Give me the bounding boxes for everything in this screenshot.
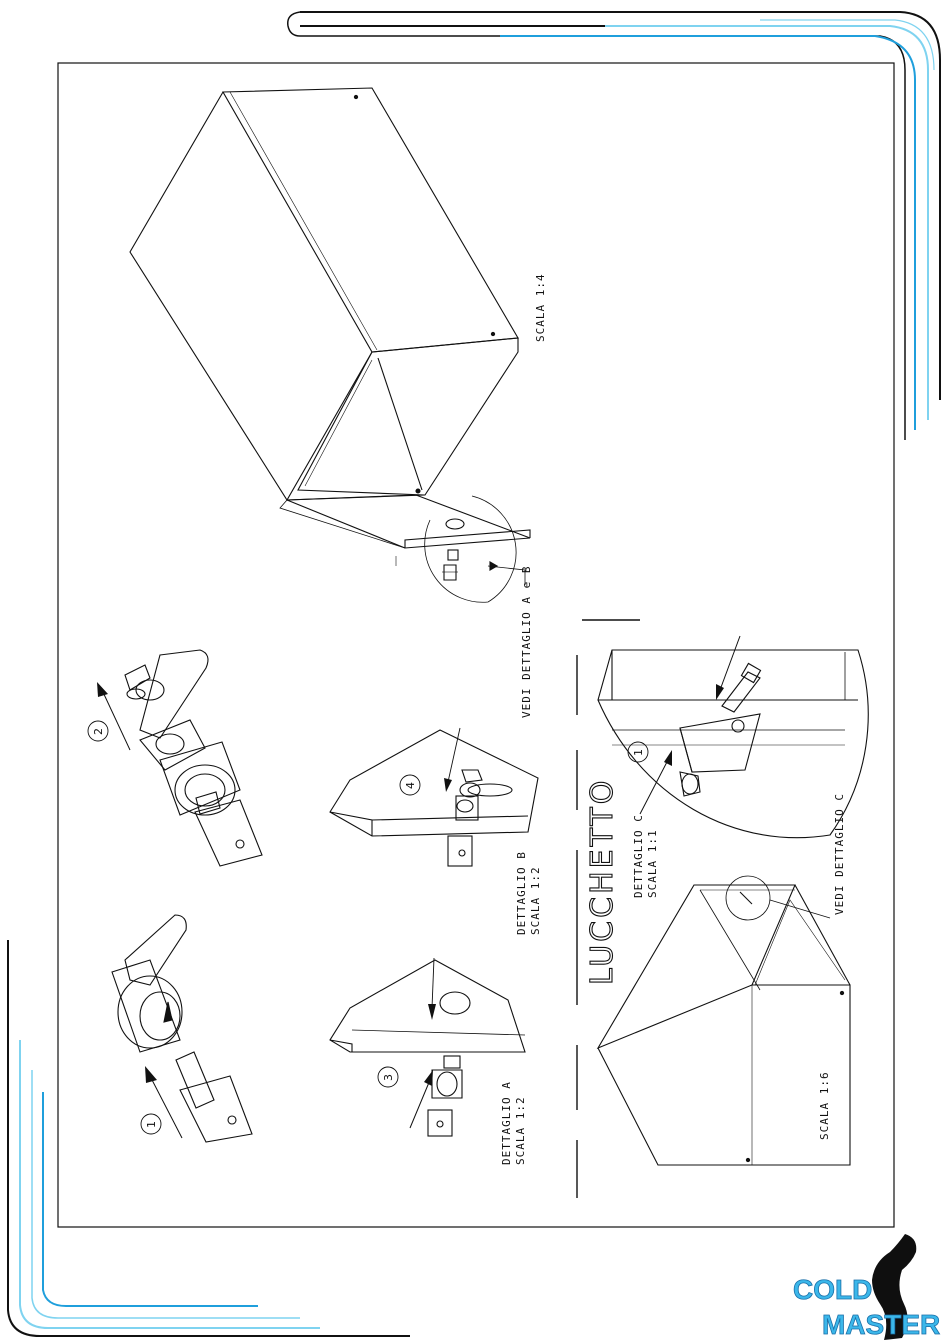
detail-b-scale: SCALA 1:2 xyxy=(529,866,542,935)
step-2-number: 2 xyxy=(92,728,105,735)
step-2-arrow xyxy=(102,690,130,750)
detail-c-arrowhead xyxy=(716,684,724,700)
small-box-view xyxy=(598,876,850,1165)
small-box-scale: SCALA 1:6 xyxy=(818,1071,831,1140)
border-swoosh-top xyxy=(288,12,940,440)
detail-c-view xyxy=(598,650,868,838)
detail-c-arrow-2 xyxy=(640,760,668,814)
lock-assembly-step-2 xyxy=(125,650,262,866)
detail-c-title: DETTAGLIO C xyxy=(632,814,645,898)
step-1-arrowhead xyxy=(145,1066,157,1083)
step-1c-number: 1 xyxy=(632,749,645,756)
step-3-number: 3 xyxy=(382,1074,395,1081)
detail-c-arrowhead-2 xyxy=(664,750,672,766)
logo-line-2: MASTER xyxy=(822,1309,940,1340)
detail-a-title: DETTAGLIO A xyxy=(500,1081,513,1165)
detail-a-scale: SCALA 1:2 xyxy=(514,1096,527,1165)
main-view-scale: SCALA 1:4 xyxy=(534,273,547,342)
step-4-number: 4 xyxy=(404,782,417,789)
main-cabinet-view xyxy=(130,88,530,602)
detail-a-view xyxy=(330,958,525,1136)
detail-a-arrow xyxy=(410,1080,430,1128)
detail-b-title: DETTAGLIO B xyxy=(515,851,528,935)
border-swoosh-bottom xyxy=(8,940,410,1336)
detail-a-arrowhead xyxy=(424,1070,433,1086)
step-2-arrowhead xyxy=(97,682,108,697)
detail-c-scale: SCALA 1:1 xyxy=(646,829,659,898)
detail-b-view xyxy=(330,728,538,866)
logo-line-1: COLD xyxy=(793,1274,872,1305)
cold-master-logo: COLD MASTER xyxy=(793,1234,940,1340)
detail-c-arrow xyxy=(720,636,740,690)
detail-a-top-arrowhead xyxy=(428,1004,436,1020)
step-1-number: 1 xyxy=(145,1121,158,1128)
lock-assembly-step-1 xyxy=(112,915,252,1142)
section-title: LUCCHETTO xyxy=(585,778,620,985)
detail-b-arrowhead xyxy=(444,778,452,792)
main-view-callout: VEDI DETTAGLIO A e B xyxy=(520,566,533,718)
detail-c-callout: VEDI DETTAGLIO C xyxy=(833,793,846,915)
